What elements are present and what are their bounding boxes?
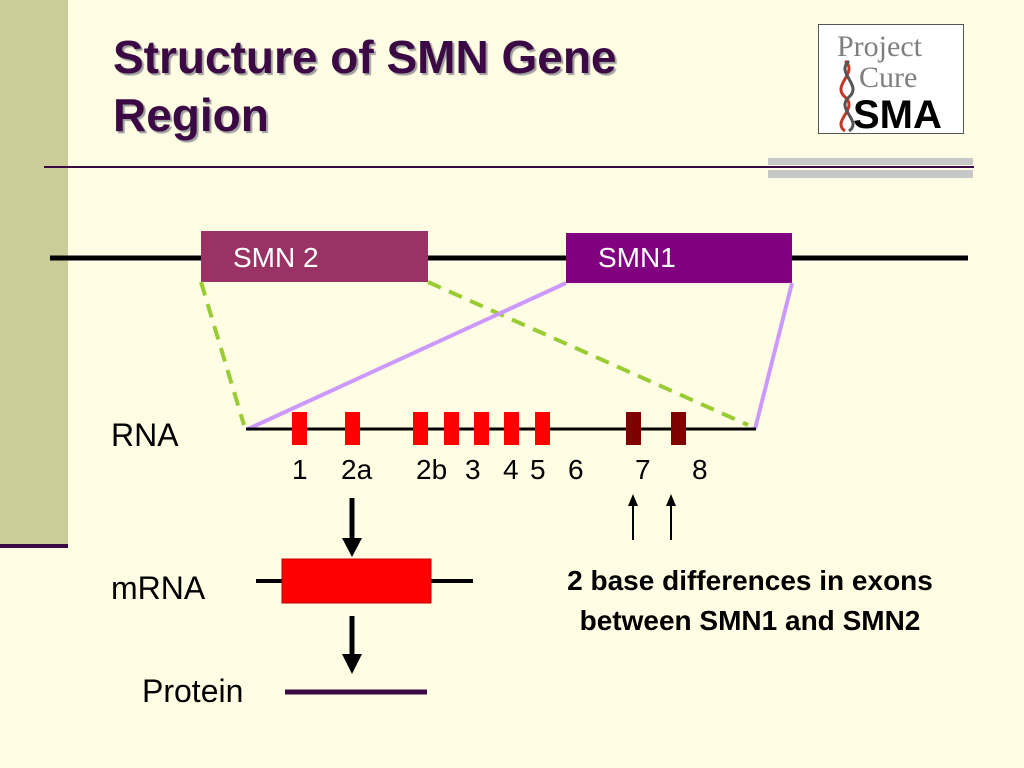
smn2-link-right [427,280,749,427]
rna-label: RNA [111,417,179,453]
exon-label-4: 4 [503,454,519,485]
mrna-label: mRNA [111,570,206,606]
exon-label-1: 1 [292,454,308,485]
exon-7 [626,412,641,445]
smn1-gene-label: SMN1 [598,242,676,273]
note-line-2: between SMN1 and SMN2 [579,605,921,636]
exon-2b [413,412,428,445]
project-cure-sma-logo: Project Cure SMA [818,24,964,135]
exon-label-3: 3 [465,454,481,485]
gray-divider-bottom [768,170,973,178]
exon-1 [292,412,307,445]
exon-label-2b: 2b [416,454,448,485]
title-divider [44,166,974,168]
exon-8 [671,412,686,445]
note-line-1: 2 base differences in exons [567,565,933,596]
exon-7-difference-arrow [628,494,638,540]
logo-graphic: Project Cure SMA [837,30,942,135]
logo-text-cure: Cure [859,61,917,94]
title-line-1: Structure of SMN Gene [113,31,617,83]
exon-2a [345,412,360,445]
left-accent-underline [0,544,68,548]
exon-8-difference-arrow [666,494,676,540]
exon-5 [504,412,519,445]
gray-divider-top [768,158,973,165]
exon-3 [444,412,459,445]
smn2-link-left [199,281,246,426]
smn1-link-left [247,281,567,431]
smn1-link-right [753,282,794,430]
exon-label-8: 8 [692,454,708,485]
exon-6 [535,412,550,445]
smn2-gene-box [201,231,428,282]
base-difference-note: 2 base differences in exons between SMN1… [520,561,980,641]
dna-helix-icon [839,59,855,133]
protein-label: Protein [142,673,244,709]
exon-label-7: 7 [635,454,651,485]
logo-text-project: Project [837,30,923,63]
mrna-to-protein-arrow [342,616,362,674]
exon-label-2a: 2a [341,454,373,485]
exon-label-6: 6 [568,454,584,485]
exon-4 [474,412,489,445]
slide-title: Structure of SMN Gene Region [113,28,813,144]
rna-to-mrna-arrow [342,498,362,557]
mrna-box [281,558,432,604]
logo-text-sma: SMA [853,93,942,135]
left-accent-bar [0,0,68,544]
smn1-gene-box [566,233,792,283]
smn2-gene-label: SMN 2 [233,242,319,273]
exon-label-5: 5 [530,454,546,485]
title-line-2: Region [113,89,269,141]
